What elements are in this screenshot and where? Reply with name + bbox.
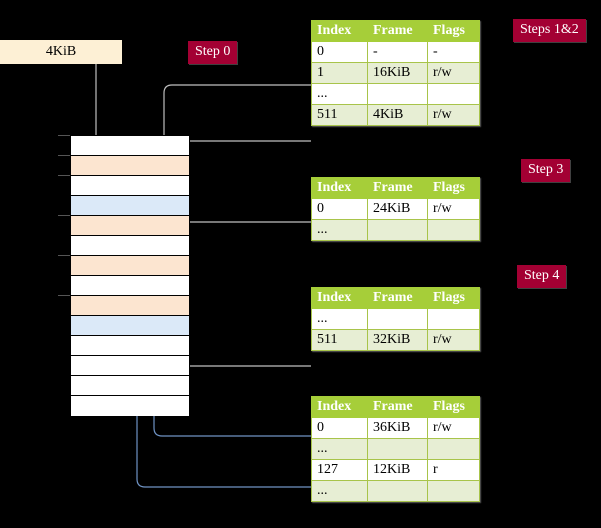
- memory-tick: [58, 135, 70, 136]
- cell-flags: [427, 83, 480, 105]
- cell-frame: [367, 219, 428, 241]
- memory-frame-row: [71, 296, 189, 316]
- cell-frame: [367, 83, 428, 105]
- column-header-index: Index: [311, 287, 368, 309]
- memory-tick: [58, 295, 70, 296]
- memory-frame-row: [71, 316, 189, 336]
- memory-tick: [58, 215, 70, 216]
- table-row[interactable]: ...: [311, 438, 480, 460]
- memory-frame-row: [71, 216, 189, 236]
- cell-flags: r/w: [427, 329, 480, 351]
- cell-flags: r: [427, 459, 480, 481]
- memory-frame-row: [71, 256, 189, 276]
- cell-flags: [427, 438, 480, 460]
- memory-frame-row: [71, 196, 189, 216]
- table-row[interactable]: ...: [311, 219, 480, 241]
- memory-tick: [58, 175, 70, 176]
- cell-frame: 32KiB: [367, 329, 428, 351]
- memory-frame-row: [71, 356, 189, 376]
- memory-frame-row: [71, 396, 189, 416]
- cell-index: 0: [311, 41, 368, 63]
- badge-steps-1-2-label: Steps 1&2: [520, 22, 579, 37]
- memory-frame-row: [71, 176, 189, 196]
- badge-step-3-label: Step 3: [528, 162, 564, 177]
- cell-index: ...: [311, 83, 368, 105]
- cell-index: ...: [311, 438, 368, 460]
- badge-steps-1-2: Steps 1&2: [513, 19, 586, 42]
- column-header-flags: Flags: [427, 396, 480, 418]
- table-row[interactable]: ...: [311, 83, 480, 105]
- cell-flags: r/w: [427, 104, 480, 126]
- column-header-index: Index: [311, 20, 368, 42]
- cell-index: 1: [311, 62, 368, 84]
- column-header-frame: Frame: [367, 287, 428, 309]
- table-row[interactable]: 0--: [311, 41, 480, 63]
- cell-frame: 24KiB: [367, 198, 428, 220]
- cell-frame: [367, 308, 428, 330]
- cell-flags: [427, 308, 480, 330]
- column-header-frame: Frame: [367, 20, 428, 42]
- column-header-frame: Frame: [367, 396, 428, 418]
- cell-flags: r/w: [427, 417, 480, 439]
- memory-frame-row: [71, 376, 189, 396]
- physical-memory-column: [70, 135, 190, 416]
- memory-frame-row: [71, 276, 189, 296]
- memory-tick: [58, 155, 70, 156]
- memory-frame-row: [71, 336, 189, 356]
- badge-step-0: Step 0: [188, 41, 238, 64]
- memory-frame-row: [71, 156, 189, 176]
- cell-frame: [367, 480, 428, 502]
- memory-frame-row: [71, 236, 189, 256]
- cell-frame: [367, 438, 428, 460]
- cell-index: ...: [311, 219, 368, 241]
- badge-step-0-label: Step 0: [195, 44, 231, 59]
- column-header-frame: Frame: [367, 177, 428, 199]
- cell-frame: -: [367, 41, 428, 63]
- cell-frame: 16KiB: [367, 62, 428, 84]
- memory-tick: [58, 255, 70, 256]
- cell-frame: 4KiB: [367, 104, 428, 126]
- cell-index: 127: [311, 459, 368, 481]
- cell-index: 511: [311, 104, 368, 126]
- badge-step-4: Step 4: [517, 265, 567, 288]
- column-header-flags: Flags: [427, 20, 480, 42]
- cell-flags: [427, 219, 480, 241]
- cell-index: 0: [311, 198, 368, 220]
- cell-flags: r/w: [427, 62, 480, 84]
- column-header-flags: Flags: [427, 287, 480, 309]
- column-header-flags: Flags: [427, 177, 480, 199]
- badge-step-4-label: Step 4: [524, 268, 560, 283]
- virtual-address-label: 4KiB: [45, 44, 77, 59]
- table-row[interactable]: ...: [311, 308, 480, 330]
- column-header-index: Index: [311, 177, 368, 199]
- cell-flags: -: [427, 41, 480, 63]
- cell-index: 511: [311, 329, 368, 351]
- column-header-index: Index: [311, 396, 368, 418]
- virtual-address-box: 4KiB: [0, 40, 122, 64]
- badge-step-3: Step 3: [521, 159, 571, 182]
- cell-flags: r/w: [427, 198, 480, 220]
- cell-frame: 12KiB: [367, 459, 428, 481]
- cell-flags: [427, 480, 480, 502]
- cell-index: 0: [311, 417, 368, 439]
- memory-frame-row: [71, 136, 189, 156]
- cell-frame: 36KiB: [367, 417, 428, 439]
- table-row[interactable]: ...: [311, 480, 480, 502]
- cell-index: ...: [311, 480, 368, 502]
- cell-index: ...: [311, 308, 368, 330]
